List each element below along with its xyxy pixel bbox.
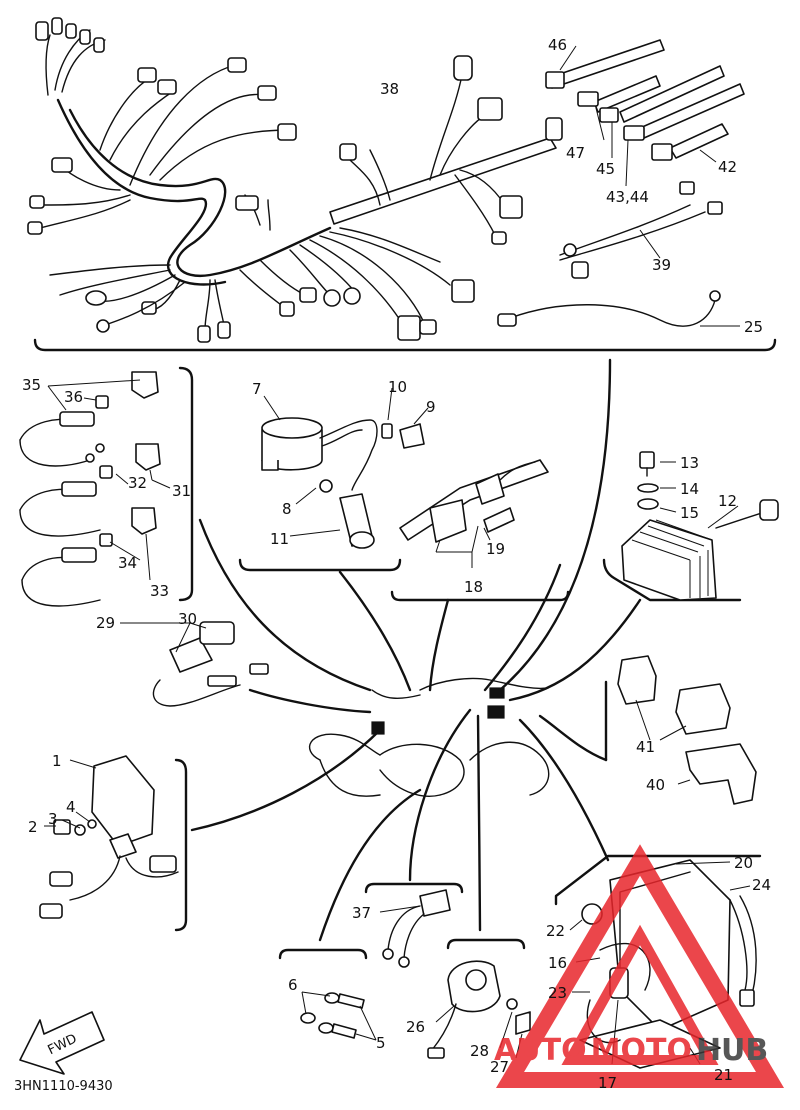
callout-43-44: 43,44 [606, 188, 649, 206]
callout-47: 47 [566, 144, 585, 162]
main-wire-harness [27, 17, 563, 343]
lead-wire [497, 290, 740, 327]
relay-26 [427, 938, 531, 1059]
callout-16: 16 [548, 954, 567, 972]
callout-27: 27 [490, 1058, 509, 1076]
callout-11: 11 [270, 530, 289, 548]
callout-7: 7 [252, 380, 262, 398]
sensor-leads [19, 366, 269, 707]
callout-31: 31 [172, 482, 191, 500]
callout-25: 25 [744, 318, 763, 336]
callout-10: 10 [388, 378, 407, 396]
callout-45: 45 [596, 160, 615, 178]
sub-lead [559, 181, 723, 279]
callout-37: 37 [352, 904, 371, 922]
wire-straps [545, 39, 745, 187]
callout-22: 22 [546, 922, 565, 940]
callout-46: 46 [548, 36, 567, 54]
fuse-covers [604, 655, 757, 805]
callout-13: 13 [680, 454, 699, 472]
callout-14: 14 [680, 480, 699, 498]
callout-38: 38 [380, 80, 399, 98]
callout-9: 9 [426, 398, 436, 416]
callout-2: 2 [28, 818, 38, 836]
callout-29: 29 [96, 614, 115, 632]
diagram-code: 3HN1110-9430 [14, 1079, 113, 1094]
forward-arrow-icon: FWD [19, 1011, 105, 1075]
callout-34: 34 [118, 554, 137, 572]
callout-35: 35 [22, 376, 41, 394]
harness-bracket [33, 338, 777, 352]
callout-26: 26 [406, 1018, 425, 1036]
callout-41: 41 [636, 738, 655, 756]
callout-15: 15 [680, 504, 699, 522]
cdi-unit [39, 755, 188, 932]
rectifier-regulator [602, 451, 779, 602]
callout-12: 12 [718, 492, 737, 510]
callout-20: 20 [734, 854, 753, 872]
callout-4: 4 [66, 798, 76, 816]
ground-lead [364, 882, 464, 968]
callout-19: 19 [486, 540, 505, 558]
callout-24: 24 [752, 876, 771, 894]
callout-5: 5 [376, 1034, 386, 1052]
callout-36: 36 [64, 388, 83, 406]
callout-33: 33 [150, 582, 169, 600]
callout-40: 40 [646, 776, 665, 794]
callout-labels: 1 2 3 4 5 6 7 8 9 10 11 12 13 14 15 16 1… [14, 36, 771, 1094]
callout-28: 28 [470, 1042, 489, 1060]
frame-outline [190, 358, 642, 942]
callout-8: 8 [282, 500, 292, 518]
callout-42: 42 [718, 158, 737, 176]
screws-washers [278, 948, 377, 1041]
ignition-coil [238, 387, 429, 572]
callout-23: 23 [548, 984, 567, 1002]
callout-18: 18 [464, 578, 483, 596]
starter-relay [390, 459, 570, 602]
callout-39: 39 [652, 256, 671, 274]
callout-30: 30 [178, 610, 197, 628]
callout-6: 6 [288, 976, 298, 994]
callout-1: 1 [52, 752, 62, 770]
callout-21: 21 [714, 1066, 733, 1084]
callout-17: 17 [598, 1074, 617, 1092]
callout-3: 3 [48, 810, 58, 828]
callout-32: 32 [128, 474, 147, 492]
